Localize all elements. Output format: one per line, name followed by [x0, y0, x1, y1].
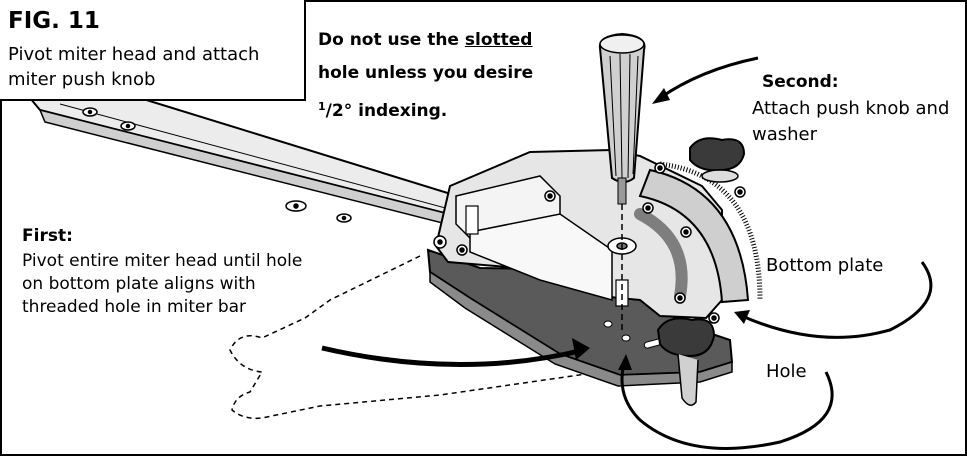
- fence-slot-left: [465, 205, 479, 235]
- fraction-numerator: 1: [318, 100, 326, 113]
- arc-scale: [638, 168, 750, 304]
- figure-number: FIG. 11: [8, 8, 100, 34]
- wing-knob-bottom-icon: [656, 317, 716, 406]
- miter-bar-holes: [82, 107, 352, 223]
- second-step-title: Second:: [762, 72, 839, 92]
- slotted-hole-warning: Do not use the slotted hole unless you d…: [318, 24, 578, 128]
- warning-line-2: hole unless you desire: [318, 63, 534, 83]
- hole-label: Hole: [766, 361, 807, 382]
- arrows: [321, 56, 933, 450]
- warning-line-3: 1/2° indexing.: [318, 90, 578, 128]
- arc-ticks: [659, 161, 763, 301]
- warning-line-3-rest: /2° indexing.: [325, 101, 448, 121]
- push-knob-icon: [598, 32, 646, 330]
- bottom-plate-label: Bottom plate: [766, 255, 884, 276]
- figure-caption: Pivot miter head and attach miter push k…: [8, 44, 260, 90]
- first-step-title: First:: [22, 226, 73, 246]
- second-step-text: Attach push knob and washer: [752, 98, 950, 145]
- figure-label-box: FIG. 11 Pivot miter head and attach mite…: [0, 0, 306, 101]
- wing-knob-top-icon: [689, 137, 746, 183]
- arc-scale-inner: [634, 208, 688, 302]
- miter-head-slot: [469, 213, 613, 301]
- warning-line-1: Do not use the slotted: [318, 24, 578, 57]
- warning-line-1-start: Do not use the: [318, 30, 465, 50]
- warning-underlined-word: slotted: [464, 30, 533, 50]
- first-step-text: Pivot entire miter head until hole on bo…: [22, 251, 303, 317]
